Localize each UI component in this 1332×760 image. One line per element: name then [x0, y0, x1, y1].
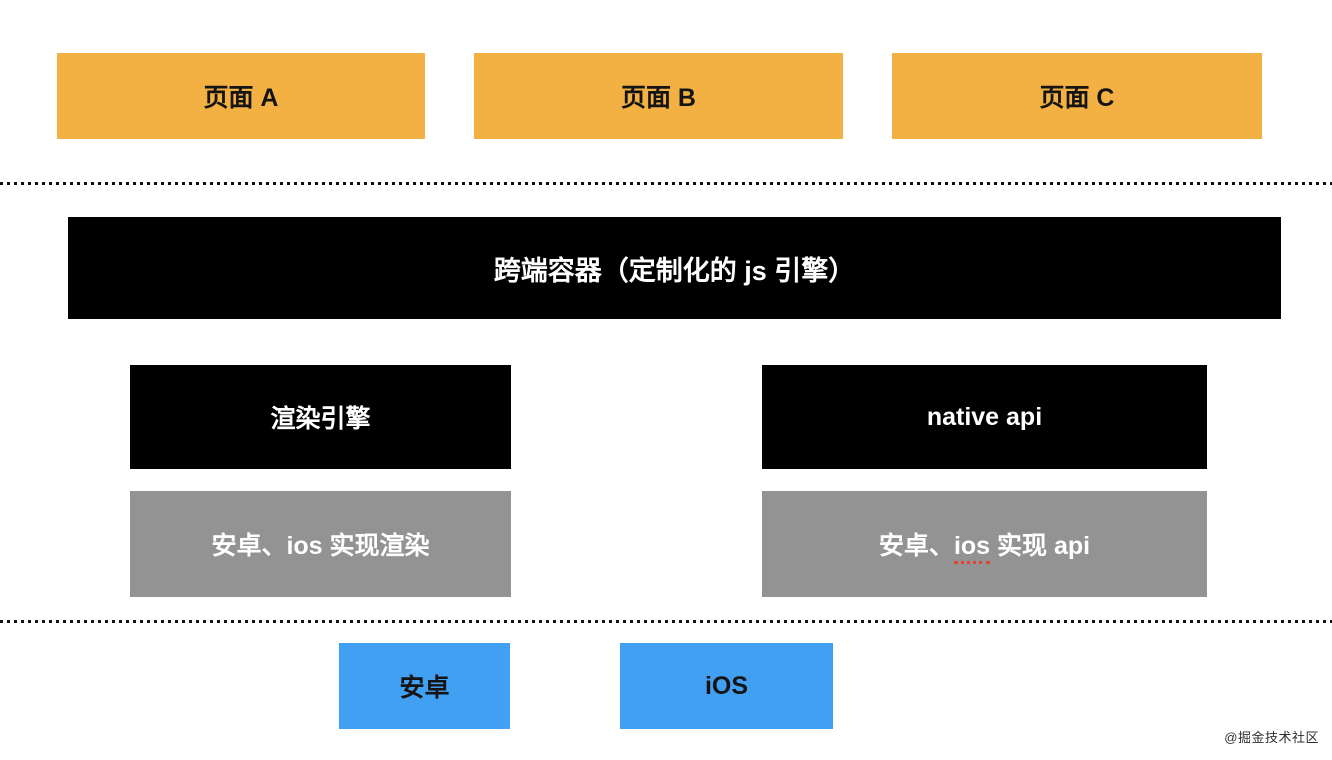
api-impl-prefix: 安卓、 — [878, 532, 954, 560]
juejin-watermark: @掘金技术社区 — [1224, 730, 1319, 745]
native-api-box: native api — [762, 365, 1207, 469]
page-b-label: 页面 B — [620, 84, 696, 112]
render-engine-box: 渲染引擎 — [130, 365, 511, 469]
android-platform-box: 安卓 — [339, 643, 510, 729]
android-platform-label: 安卓 — [399, 674, 450, 702]
dotted-divider-bottom — [0, 620, 1332, 623]
api-impl-suffix: 实现 api — [990, 532, 1091, 560]
page-c-label: 页面 C — [1039, 84, 1115, 112]
native-api-label: native api — [926, 402, 1043, 431]
cross-platform-container-box: 跨端容器（定制化的 js 引擎） — [68, 217, 1281, 319]
cross-platform-container-label: 跨端容器（定制化的 js 引擎） — [493, 255, 856, 286]
dotted-divider-top — [0, 182, 1332, 185]
ios-platform-label: iOS — [704, 671, 749, 700]
page-b-box: 页面 B — [474, 53, 843, 139]
render-impl-box: 安卓、ios 实现渲染 — [130, 491, 511, 597]
page-a-label: 页面 A — [203, 84, 279, 112]
page-a-box: 页面 A — [57, 53, 425, 139]
api-impl-label: 安卓、ios 实现 api — [878, 526, 1091, 564]
render-impl-label: 安卓、ios 实现渲染 — [211, 532, 430, 560]
render-engine-label: 渲染引擎 — [270, 405, 371, 433]
api-impl-box: 安卓、ios 实现 api — [762, 491, 1207, 597]
ios-platform-box: iOS — [620, 643, 833, 729]
page-c-box: 页面 C — [892, 53, 1262, 139]
api-impl-spellcheck-word: ios — [953, 532, 991, 564]
